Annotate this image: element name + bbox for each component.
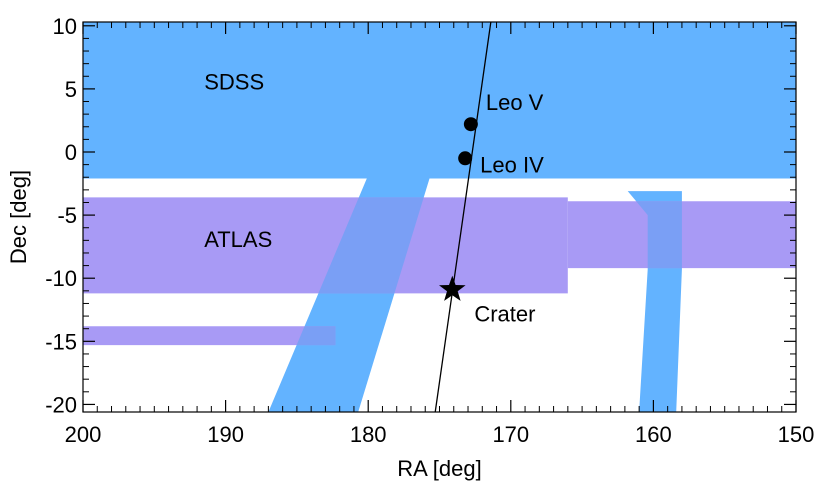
y-tick-label: -20 xyxy=(45,392,77,417)
x-tick-label: 180 xyxy=(350,422,387,447)
atlas-region-0 xyxy=(83,197,568,294)
stream-line xyxy=(434,22,492,412)
y-tick-label: 5 xyxy=(65,77,77,102)
x-axis-label: RA [deg] xyxy=(397,456,481,481)
y-axis-label: Dec [deg] xyxy=(6,170,31,264)
atlas-region-2 xyxy=(83,326,336,346)
leo-iv-label: Leo IV xyxy=(480,152,544,177)
sdss-label: SDSS xyxy=(204,69,264,94)
leo-iv-point xyxy=(458,151,473,166)
y-tick-label: -10 xyxy=(45,266,77,291)
y-tick-label: 0 xyxy=(65,140,77,165)
labels-layer: SDSS ATLAS Leo V Leo IV Crater xyxy=(204,69,544,326)
y-tick-label: 10 xyxy=(53,14,77,39)
stream-line-layer xyxy=(434,22,492,412)
axes: 200 190 180 170 160 150 10 5 0 -5 -10 -15 -20 xyxy=(45,14,814,447)
crater-point xyxy=(439,275,466,301)
survey-regions xyxy=(83,22,796,412)
leo-v-label: Leo V xyxy=(486,90,544,115)
atlas-label: ATLAS xyxy=(204,227,272,252)
y-tick-label: -5 xyxy=(57,203,77,228)
crater-label: Crater xyxy=(474,302,535,327)
y-tick-label: -15 xyxy=(45,329,77,354)
x-tick-label: 200 xyxy=(65,422,102,447)
leo-v-point xyxy=(463,117,478,132)
points-layer xyxy=(439,117,478,301)
x-tick-label: 160 xyxy=(635,422,672,447)
x-tick-label: 150 xyxy=(778,422,815,447)
sdss-region-0 xyxy=(83,22,796,179)
x-tick-label: 170 xyxy=(492,422,529,447)
x-tick-label: 190 xyxy=(207,422,244,447)
